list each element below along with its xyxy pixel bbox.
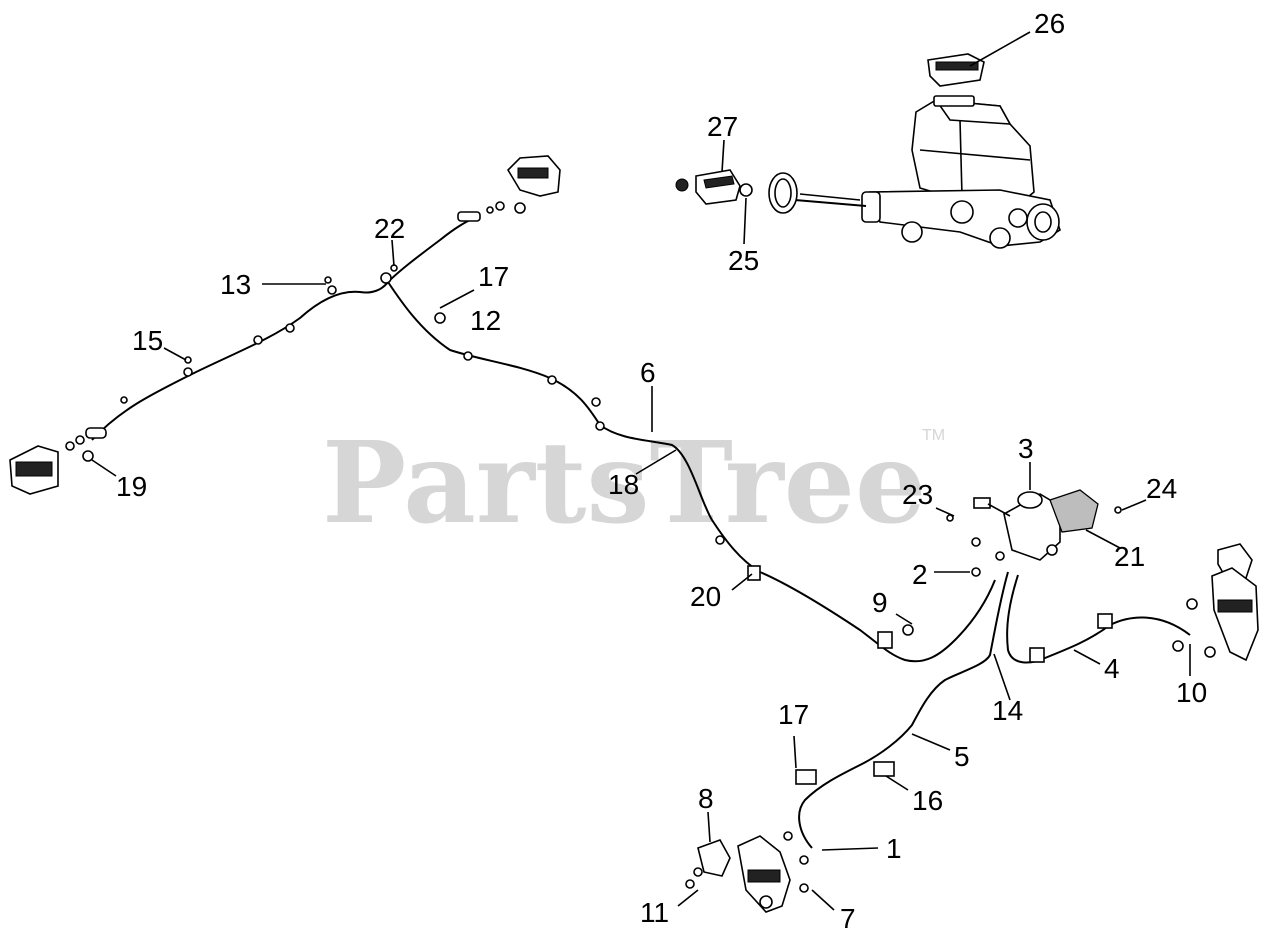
left-rear-caliper: [9, 427, 107, 495]
leader-lines: [91, 31, 1191, 911]
callout-2: 2: [912, 559, 928, 590]
callout-23: 23: [902, 479, 933, 510]
callout-17-upper: 17: [478, 261, 509, 292]
upper-caliper: [457, 155, 561, 222]
callout-3: 3: [1018, 433, 1034, 464]
callout-10: 10: [1176, 677, 1207, 708]
callout-20: 20: [690, 581, 721, 612]
callout-1: 1: [886, 833, 902, 864]
pushrod-parts: [675, 169, 753, 205]
brake-hoses: [91, 215, 1191, 849]
callout-labels: 26 27 25 22 13 17 12 15 6 3 18 19 24 23 …: [116, 8, 1207, 934]
callout-12: 12: [470, 305, 501, 336]
watermark-tm: TM: [922, 427, 945, 444]
callout-18: 18: [608, 469, 639, 500]
callout-24: 24: [1146, 473, 1177, 504]
callout-27: 27: [707, 111, 738, 142]
callout-13: 13: [220, 269, 251, 300]
callout-17-lower: 17: [778, 699, 809, 730]
callout-22: 22: [374, 213, 405, 244]
callout-16: 16: [912, 785, 943, 816]
callout-25: 26: [1034, 8, 1065, 39]
callout-6: 6: [640, 357, 656, 388]
callout-11: 11: [640, 897, 669, 928]
watermark-brand: PartsTree: [322, 418, 926, 549]
master-cylinder: [768, 99, 1061, 249]
callout-5: 5: [954, 741, 970, 772]
callout-19: 19: [116, 471, 147, 502]
lower-caliper: [685, 831, 809, 913]
proportioning-valve: [973, 489, 1099, 561]
callout-9: 9: [872, 587, 888, 618]
callout-7: 7: [840, 903, 856, 934]
hose-clips: [120, 264, 1122, 785]
callout-8: 8: [698, 783, 714, 814]
right-caliper: [1172, 543, 1259, 662]
callout-14: 14: [992, 695, 1023, 726]
reservoir-cap: [927, 53, 985, 107]
callout-26: 25: [728, 245, 759, 276]
callout-4: 4: [1104, 653, 1120, 684]
callout-21: 21: [1114, 541, 1145, 572]
callout-15: 15: [132, 325, 163, 356]
